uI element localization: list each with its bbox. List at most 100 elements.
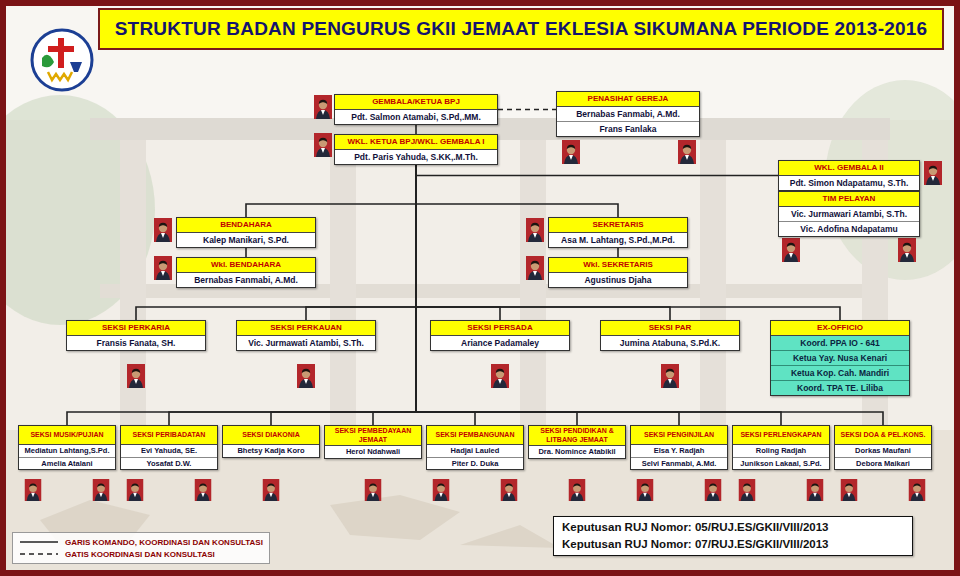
person-photo: [93, 479, 110, 501]
connector-line: [373, 165, 416, 425]
legend-line: [20, 553, 58, 555]
connector-line: [169, 165, 416, 425]
person-photo: [154, 256, 172, 280]
person-name: Bernabas Fanmabi, A.Md.: [557, 107, 699, 121]
rubble: [460, 525, 560, 548]
connector-line: [416, 165, 778, 176]
building-pillar: [120, 140, 146, 430]
person-name: Pdt. Paris Yahuda, S.KK,.M.Th.: [335, 150, 497, 164]
building-pillar: [700, 140, 726, 430]
connector-line: [246, 165, 416, 217]
person-name: Agustinus Djaha: [549, 273, 687, 287]
person-name: Asa M. Lahtang, S.Pd.,M.Pd.: [549, 233, 687, 247]
person-photo: [637, 479, 654, 501]
position-box: SEKRETARISAsa M. Lahtang, S.Pd.,M.Pd.: [548, 217, 688, 248]
connector-line: [415, 125, 417, 134]
decision-box: Keputusan RUJ Nomor: 05/RUJ.ES/GKII/VIII…: [553, 516, 913, 556]
logo-cup: [70, 62, 82, 72]
connector-line: [271, 165, 416, 425]
connector-line: [67, 165, 416, 425]
position-box: WKL. KETUA BPJ/WKL. GEMBALA IPdt. Paris …: [334, 134, 498, 165]
decision-line: Keputusan RUJ Nomor: 07/RUJ.ES/GKII/VIII…: [554, 536, 912, 553]
position-box: BENDAHARAKalep Manikari, S.Pd.: [176, 217, 316, 248]
person-name: Dra. Nomince Atabikil: [529, 446, 625, 458]
position-title: TIM PELAYAN: [779, 192, 919, 207]
person-name: Debora Maikari: [835, 457, 931, 470]
person-photo: [526, 256, 544, 280]
legend-text: GARIS KOMANDO, KOORDINASI DAN KONSULTASI: [65, 538, 263, 547]
position-box: TIM PELAYANVic. Jurmawari Atambi, S.Th.V…: [778, 191, 920, 237]
person-name: Elsa Y. Radjah: [631, 445, 727, 457]
legend-row: GARIS KOMANDO, KOORDINASI DAN KONSULTASI: [19, 536, 263, 548]
legend-row: GATIS KOORDINASI DAN KONSULTASI: [19, 548, 263, 560]
person-name: Vic. Adofina Ndapatamu: [779, 221, 919, 236]
person-name: Frans Fanlaka: [557, 121, 699, 136]
person-name: Selvi Fanmabi, A.Md.: [631, 457, 727, 470]
person-photo: [661, 364, 679, 388]
person-photo: [909, 479, 926, 501]
position-title: SEKSI PEMBEDAYAAN JEMAAT: [325, 426, 421, 446]
title-band: STRUKTUR BADAN PENGURUS GKII JEMAAT EKLE…: [98, 8, 944, 50]
building-pillar: [330, 140, 356, 430]
person-name: Herol Ndahwali: [325, 446, 421, 458]
church-logo: [32, 30, 92, 90]
person-name: Evi Yahuda, SE.: [121, 445, 217, 457]
legend-line: [20, 541, 58, 543]
person-name: Piter D. Duka: [427, 457, 523, 470]
title-text: STRUKTUR BADAN PENGURUS GKII JEMAAT EKLE…: [115, 18, 927, 40]
position-title: SEKSI PERKARIA: [67, 321, 205, 336]
person-photo: [314, 133, 332, 157]
person-photos: [25, 95, 942, 501]
person-name: Bernabas Fanmabi, A.Md.: [177, 273, 315, 287]
section-box: SEKSI PERSADAAriance Padamaley: [430, 320, 570, 351]
position-title: WKL. GEMBALA II: [779, 161, 919, 176]
person-name: Fransis Fanata, SH.: [67, 336, 205, 350]
section-box: SEKSI PERIBADATANEvi Yahuda, SE.Yosafat …: [120, 425, 218, 470]
person-photo: [365, 479, 382, 501]
building-pillar: [520, 140, 546, 430]
connector-line: [416, 165, 618, 217]
position-box: Wkl. SEKRETARISAgustinus Djaha: [548, 257, 688, 288]
connector-line: [245, 248, 247, 257]
person-photo: [25, 479, 42, 501]
position-box: PENASIHAT GEREJABernabas Fanmabi, A.Md.F…: [556, 91, 700, 137]
connector-line: [416, 165, 475, 425]
person-photo: [678, 140, 696, 164]
person-photo: [898, 238, 916, 262]
logo-cross: [58, 38, 64, 68]
person-photo: [263, 479, 280, 501]
position-title: BENDAHARA: [177, 218, 315, 233]
person-name: Vic. Jurmawari Atambi, S.Th.: [779, 207, 919, 221]
person-photo: [195, 479, 212, 501]
position-title: Wkl. SEKRETARIS: [549, 258, 687, 273]
person-name: Kalep Manikari, S.Pd.: [177, 233, 315, 247]
logo-leaf: [42, 55, 54, 68]
person-name: Vic. Jurmawati Atambi, S.Th.: [237, 336, 375, 350]
section-box: SEKSI DOA & PEL.KONS.Dorkas MaufaniDebor…: [834, 425, 932, 470]
person-photo: [807, 479, 824, 501]
person-name: Koord. TPA TE. Liliba: [771, 380, 909, 395]
ex-officio-box: EX-OFFICIOKoord. PPA IO - 641Ketua Yay. …: [770, 320, 910, 396]
section-box: SEKSI DIAKONIABhetsy Kadja Koro: [222, 425, 320, 458]
position-title: SEKSI PENGINJILAN: [631, 426, 727, 445]
page-frame: [3, 3, 957, 573]
person-name: Ketua Yay. Nusa Kenari: [771, 350, 909, 365]
position-title: SEKSI PEMBANGUNAN: [427, 426, 523, 445]
connector-line: [136, 165, 416, 320]
section-box: SEKSI PENDIDIKAN & LITBANG JEMAATDra. No…: [528, 425, 626, 459]
person-photo: [569, 479, 586, 501]
rubble-ground: [0, 430, 960, 576]
section-box: SEKSI PERLENGKAPANRoling RadjahJunikson …: [732, 425, 830, 470]
position-title: SEKSI DOA & PEL.KONS.: [835, 426, 931, 445]
position-title: SEKSI PERLENGKAPAN: [733, 426, 829, 445]
rubble: [330, 495, 460, 540]
position-title: SEKSI MUSIK/PUJIAN: [19, 426, 115, 445]
position-title: SEKSI PAR: [601, 321, 739, 336]
position-title: EX-OFFICIO: [771, 321, 909, 336]
person-name: Dorkas Maufani: [835, 445, 931, 457]
position-box: GEMBALA/KETUA BPJPdt. Salmon Atamabi, S.…: [334, 94, 498, 125]
position-box: Wkl. BENDAHARABernabas Fanmabi, A.Md.: [176, 257, 316, 288]
